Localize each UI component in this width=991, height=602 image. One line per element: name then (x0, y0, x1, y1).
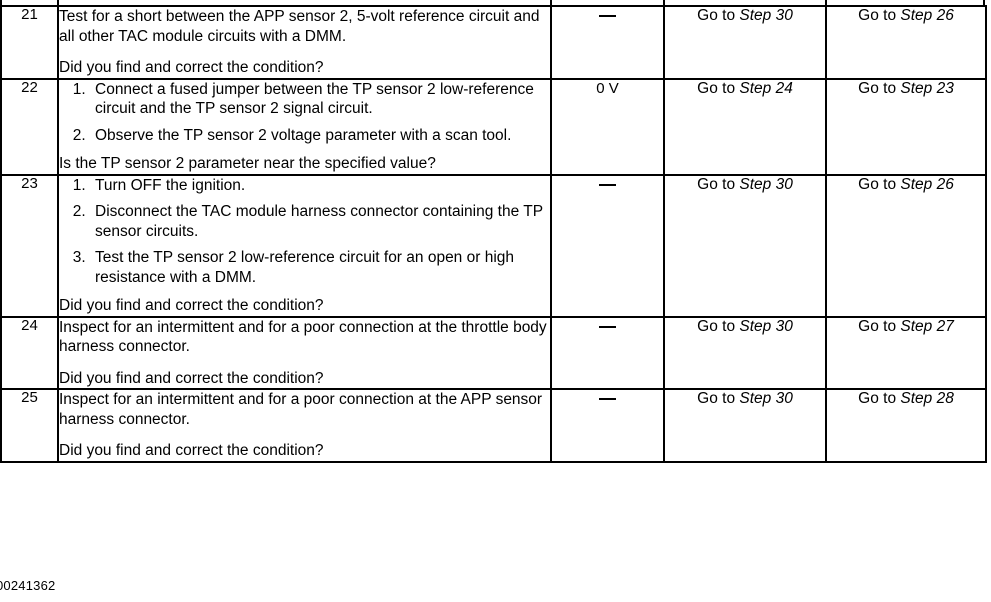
goto-prefix: Go to (697, 79, 740, 97)
goto-step-ref: Step 27 (900, 317, 954, 335)
goto-step-ref: Step 30 (739, 175, 793, 193)
step-number: 24 (21, 316, 38, 334)
table-row: 24 Inspect for an intermittent and for a… (0, 315, 987, 391)
table-row: 21 Test for a short between the APP sens… (0, 5, 987, 80)
goto-step-ref: Step 30 (739, 390, 793, 408)
step-number-cell: 25 (0, 388, 59, 463)
step-number-cell: 23 (0, 173, 59, 318)
action-cell: Connect a fused jumper between the TP se… (57, 77, 552, 176)
goto-step-ref: Step 26 (900, 7, 954, 24)
action-question: Did you find and correct the condition? (59, 369, 324, 387)
dash-icon (599, 325, 616, 328)
goto-step-ref: Step 28 (900, 390, 954, 408)
yes-branch-cell: Go to Step 30 (663, 173, 827, 318)
yes-branch-text: Go to Step 30 (697, 390, 793, 407)
value-cell: 0 V (550, 77, 665, 176)
goto-step-ref: Step 30 (739, 317, 793, 335)
dash-icon (599, 398, 616, 401)
substep-list: Turn OFF the ignition. Disconnect the TA… (59, 176, 550, 288)
no-branch-text: Go to Step 27 (858, 318, 954, 335)
no-branch-text: Go to Step 28 (858, 390, 954, 407)
action-text: Inspect for an intermittent and for a po… (59, 391, 543, 428)
step-number: 23 (21, 174, 38, 192)
goto-prefix: Go to (697, 7, 740, 24)
action-cell: Inspect for an intermittent and for a po… (57, 388, 552, 463)
no-branch-text: Go to Step 26 (858, 176, 954, 193)
action-question: Is the TP sensor 2 parameter near the sp… (59, 155, 436, 173)
goto-prefix: Go to (858, 7, 901, 24)
dash-icon (599, 183, 616, 186)
value-text: 0 V (596, 79, 619, 97)
step-number-cell: 24 (0, 315, 59, 391)
no-branch-cell: Go to Step 27 (825, 315, 987, 391)
yes-branch-cell: Go to Step 30 (663, 388, 827, 463)
previous-row-sliver (0, 0, 985, 5)
substep-item: Test the TP sensor 2 low-reference circu… (90, 248, 550, 287)
goto-prefix: Go to (858, 317, 901, 335)
table-body: 21 Test for a short between the APP sens… (0, 5, 987, 463)
no-branch-text: Go to Step 26 (858, 7, 954, 24)
yes-branch-text: Go to Step 30 (697, 318, 793, 335)
yes-branch-text: Go to Step 30 (697, 176, 793, 193)
table-row: 23 Turn OFF the ignition. Disconnect the… (0, 173, 987, 318)
no-branch-cell: Go to Step 26 (825, 173, 987, 318)
action-text: Inspect for an intermittent and for a po… (59, 318, 547, 356)
yes-branch-cell: Go to Step 30 (663, 315, 827, 391)
substep-item: Turn OFF the ignition. (90, 176, 550, 196)
dash-icon (599, 15, 616, 18)
no-branch-cell: Go to Step 26 (825, 5, 987, 80)
goto-prefix: Go to (858, 390, 901, 408)
figure-reference-code: 00241362 (0, 578, 56, 593)
yes-branch-text: Go to Step 30 (697, 7, 793, 24)
substep-item: Disconnect the TAC module harness connec… (90, 202, 550, 241)
value-cell (550, 5, 665, 80)
value-cell (550, 315, 665, 391)
step-number-cell: 22 (0, 77, 59, 176)
action-text: Test for a short between the APP sensor … (59, 8, 540, 45)
substep-item: Connect a fused jumper between the TP se… (90, 80, 550, 119)
step-number: 25 (21, 389, 38, 407)
step-number: 21 (21, 6, 38, 23)
goto-prefix: Go to (697, 175, 740, 193)
no-branch-cell: Go to Step 23 (825, 77, 987, 176)
action-question: Did you find and correct the condition? (59, 442, 324, 460)
action-cell: Inspect for an intermittent and for a po… (57, 315, 552, 391)
step-number-cell: 21 (0, 5, 59, 80)
value-cell (550, 173, 665, 318)
action-question: Did you find and correct the condition? (59, 297, 324, 315)
goto-step-ref: Step 30 (739, 7, 793, 24)
goto-step-ref: Step 23 (900, 79, 954, 97)
goto-step-ref: Step 26 (900, 175, 954, 193)
action-question: Did you find and correct the condition? (59, 59, 324, 77)
substep-item: Observe the TP sensor 2 voltage paramete… (90, 126, 550, 146)
yes-branch-text: Go to Step 24 (697, 80, 793, 97)
step-number: 22 (21, 78, 38, 96)
table-row: 22 Connect a fused jumper between the TP… (0, 77, 987, 176)
goto-prefix: Go to (697, 317, 740, 335)
value-cell (550, 388, 665, 463)
goto-prefix: Go to (697, 390, 740, 408)
table-row: 25 Inspect for an intermittent and for a… (0, 388, 987, 463)
action-cell: Turn OFF the ignition. Disconnect the TA… (57, 173, 552, 318)
no-branch-cell: Go to Step 28 (825, 388, 987, 463)
substep-list: Connect a fused jumper between the TP se… (59, 80, 550, 146)
yes-branch-cell: Go to Step 30 (663, 5, 827, 80)
goto-prefix: Go to (858, 79, 901, 97)
action-cell: Test for a short between the APP sensor … (57, 5, 552, 80)
goto-step-ref: Step 24 (739, 79, 793, 97)
goto-prefix: Go to (858, 175, 901, 193)
diagnostic-procedure-table: 21 Test for a short between the APP sens… (0, 5, 987, 463)
no-branch-text: Go to Step 23 (858, 80, 954, 97)
yes-branch-cell: Go to Step 24 (663, 77, 827, 176)
